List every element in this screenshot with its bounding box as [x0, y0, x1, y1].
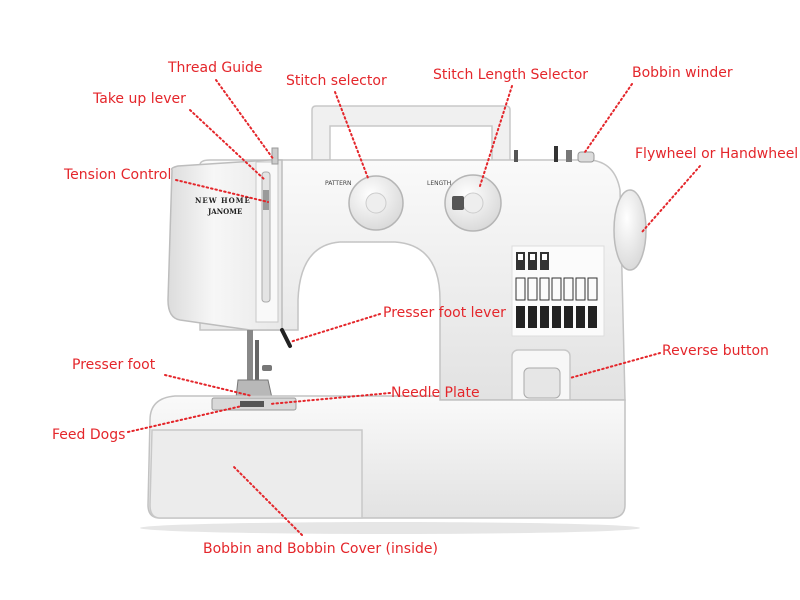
presser-bar [255, 340, 259, 385]
brand-line2: JANOME [208, 207, 243, 216]
label-presser-foot-lever: Presser foot lever [383, 305, 506, 321]
stitch-length-marker [452, 196, 464, 210]
carry-handle [311, 105, 511, 169]
label-stitch-selector: Stitch selector [286, 73, 387, 89]
leader-lines [127, 79, 701, 536]
label-take-up-lever: Take up lever [93, 91, 186, 107]
flywheel [613, 189, 647, 271]
stitch-selector-hub [365, 192, 387, 214]
leader-reverse-button [569, 352, 661, 379]
brand-line1: NEW HOME [195, 196, 251, 205]
bobbin-winder-knob [577, 151, 595, 163]
label-stitch-length-selector: Stitch Length Selector [433, 67, 589, 83]
leader-presser-foot-lever [289, 313, 381, 343]
spool-pin-left [514, 150, 518, 162]
label-flywheel: Flywheel or Handwheel [635, 146, 799, 162]
label-bobbin-winder: Bobbin winder [632, 65, 733, 81]
label-feed-dogs: Feed Dogs [52, 427, 126, 443]
tension-dial [263, 190, 269, 210]
label-needle-plate: Needle Plate [391, 385, 480, 401]
machine-shadow [140, 522, 640, 534]
presser-foot-lever [280, 328, 292, 348]
needle-bar [247, 330, 253, 380]
reverse-button [523, 367, 561, 399]
length-dial-label: LENGTH [427, 180, 452, 187]
leader-bobbin-winder [584, 83, 633, 153]
feed-dogs [240, 401, 264, 407]
spool-pin-mid [554, 146, 558, 162]
stitch-chart [511, 245, 605, 337]
leader-presser-foot [164, 374, 253, 397]
leader-feed-dogs [127, 405, 243, 433]
leader-tension-control [175, 179, 269, 203]
leader-flywheel [641, 165, 701, 233]
pattern-dial-label: PATTERN [325, 180, 352, 187]
thread-guide-post [271, 147, 279, 165]
leader-thread-guide [215, 79, 275, 161]
presser-foot-screw [262, 365, 272, 371]
label-presser-foot: Presser foot [72, 357, 156, 373]
label-bobbin-cover: Bobbin and Bobbin Cover (inside) [203, 541, 438, 557]
leader-take-up-lever [189, 109, 266, 181]
leader-stitch-selector [334, 91, 369, 179]
leader-bobbin-cover [231, 464, 303, 536]
leader-needle-plate [269, 392, 391, 405]
leader-stitch-length [479, 85, 513, 187]
machine-upper-arm [199, 159, 626, 401]
free-arm-cover [149, 429, 363, 519]
label-reverse-button: Reverse button [662, 343, 769, 359]
label-thread-guide: Thread Guide [168, 60, 263, 76]
stitch-length-hub [462, 192, 484, 214]
label-tension-control: Tension Control [64, 167, 172, 183]
bobbin-winder-shaft [566, 150, 572, 162]
